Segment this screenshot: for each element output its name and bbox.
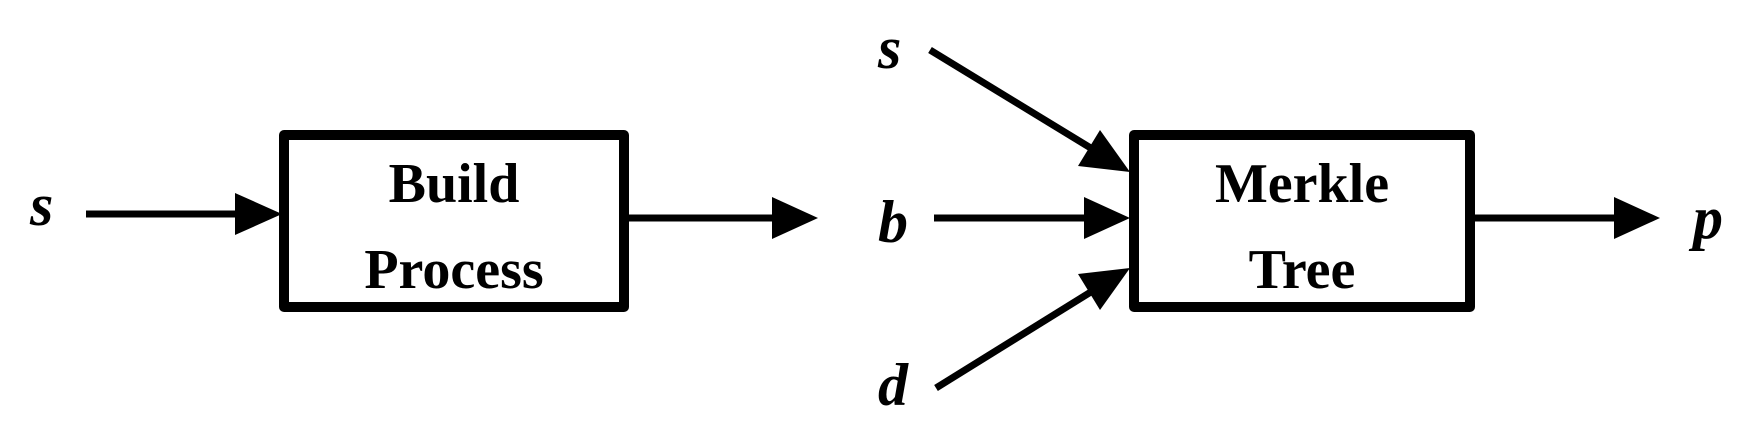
p-label: p <box>1688 185 1723 251</box>
build-process-label-line2: Process <box>364 239 543 301</box>
merkle-tree-node: Merkle Tree <box>1129 130 1475 312</box>
arrow-d-to-merkle-shaft <box>934 287 1096 391</box>
arrow-build-to-b <box>628 197 818 239</box>
arrow-s-to-build-head <box>235 193 282 235</box>
arrow-b-to-merkle-head <box>1084 197 1130 239</box>
arrow-d-to-merkle-head <box>1078 268 1130 310</box>
b-label: b <box>878 189 908 255</box>
arrow-b-to-merkle <box>934 197 1130 239</box>
build-process-label-line1: Build <box>389 153 520 215</box>
build-process-box <box>279 130 629 312</box>
arrow-build-to-b-head <box>772 197 818 239</box>
arrow-merkle-to-p <box>1474 197 1660 239</box>
arrow-merkle-to-p-head <box>1614 197 1660 239</box>
merkle-tree-label-line2: Tree <box>1249 239 1356 301</box>
merkle-tree-label-line1: Merkle <box>1215 153 1389 215</box>
merkle-s-label: s <box>877 15 901 81</box>
arrow-s-to-merkle <box>928 47 1130 172</box>
arrow-s-to-build <box>86 193 282 235</box>
arrow-s-to-merkle-head <box>1078 130 1130 172</box>
arrow-s-to-merkle-shaft <box>928 47 1096 153</box>
merkle-tree-box <box>1129 130 1475 312</box>
arrow-d-to-merkle <box>934 268 1130 391</box>
d-label: d <box>878 352 909 418</box>
build-process-node: Build Process <box>279 130 629 312</box>
input-s-label: s <box>29 172 53 238</box>
